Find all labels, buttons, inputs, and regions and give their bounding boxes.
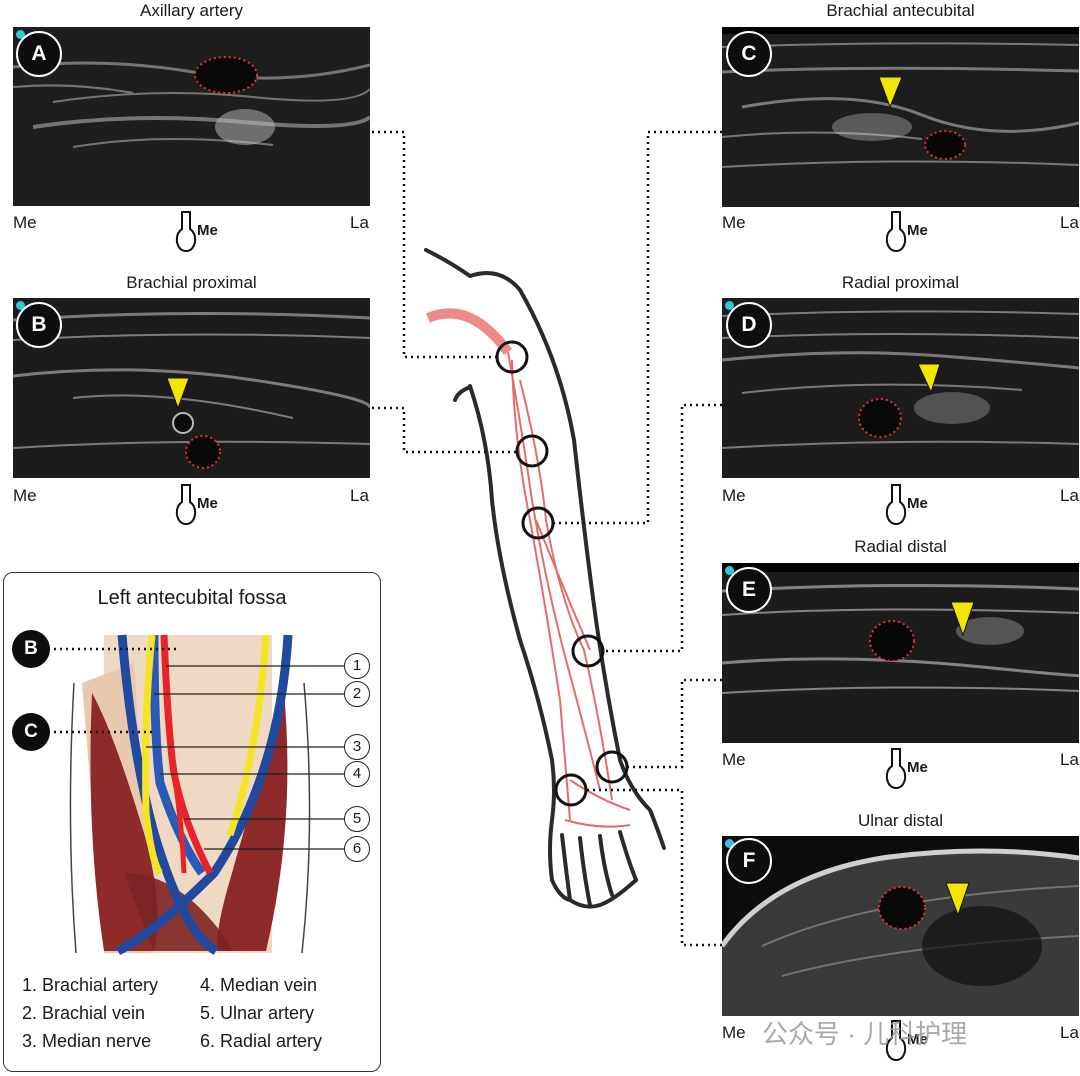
legend-item: 5. Ulnar artery	[200, 1003, 315, 1023]
probe-icon	[175, 484, 197, 526]
label-number: 5	[344, 806, 370, 832]
fossa-anatomy-diagram	[48, 634, 344, 956]
panel-f-lateral-label: La	[1060, 1023, 1079, 1042]
legend-item: 3. Median nerve	[22, 1031, 152, 1051]
label-number: 2	[344, 681, 370, 707]
panel-c-title: Brachial antecubital	[826, 1, 975, 20]
panel-b-probe: Me	[175, 484, 218, 531]
panel-a-medial-label: Me	[13, 213, 37, 232]
legend-item: 4. Median vein	[200, 975, 318, 995]
probe-icon	[885, 484, 907, 526]
probe-icon	[175, 211, 197, 253]
panel-b-title: Brachial proximal	[126, 273, 257, 292]
panel-f-probe-label: Me	[907, 1031, 928, 1048]
panel-c-lateral-label: La	[1060, 213, 1079, 232]
panel-a-probe: Me	[175, 211, 218, 258]
panel-e-medial-label: Me	[722, 750, 746, 769]
legend-item: 2. Brachial vein	[22, 1003, 146, 1023]
panel-e-badge: E	[726, 567, 772, 613]
panel-b-lateral-label: La	[350, 486, 369, 505]
antecubital-fossa-inset: Left antecubital fossa	[3, 572, 381, 1072]
label-number: 3	[344, 734, 370, 760]
label-number: 1	[344, 653, 370, 679]
panel-e-probe-label: Me	[907, 759, 928, 776]
probe-orientation-dot	[16, 301, 25, 310]
panel-b-probe-label: Me	[197, 495, 218, 512]
panel-a-badge: A	[16, 31, 62, 77]
panel-c-medial-label: Me	[722, 213, 746, 232]
panel-d-ultrasound	[722, 298, 1079, 478]
panel-d-probe-label: Me	[907, 495, 928, 512]
panel-a-probe-label: Me	[197, 222, 218, 239]
probe-orientation-dot	[16, 30, 25, 39]
label-number: 6	[344, 836, 370, 862]
probe-orientation-dot	[725, 301, 734, 310]
panel-f-probe: Me	[885, 1020, 928, 1067]
panel-a-title: Axillary artery	[140, 1, 243, 20]
panel-b-medial-label: Me	[13, 486, 37, 505]
legend-item: 6. Radial artery	[200, 1031, 323, 1051]
panel-d-medial-label: Me	[722, 486, 746, 505]
panel-d-title: Radial proximal	[841, 273, 960, 292]
panel-a-lateral-label: La	[350, 213, 369, 232]
panel-d-lateral-label: La	[1060, 486, 1079, 505]
panel-f-title: Ulnar distal	[857, 811, 944, 830]
panel-c-ultrasound	[722, 27, 1079, 207]
leader-lines	[372, 130, 722, 947]
panel-c-probe-label: Me	[907, 222, 928, 239]
panel-f-ultrasound	[722, 836, 1079, 1016]
panel-f-badge: F	[726, 838, 772, 884]
panel-e-title: Radial distal	[854, 537, 947, 556]
panel-c-probe: Me	[885, 211, 928, 258]
inset-badge-c: C	[12, 713, 50, 751]
panel-e-lateral-label: La	[1060, 750, 1079, 769]
probe-icon	[885, 211, 907, 253]
probe-orientation-dot	[725, 566, 734, 575]
panel-f-medial-label: Me	[722, 1023, 746, 1042]
panel-b-badge: B	[16, 302, 62, 348]
watermark: 公众号 · 儿科护理	[762, 1019, 968, 1049]
panel-e-ultrasound	[722, 563, 1079, 743]
panel-a-ultrasound	[13, 27, 370, 206]
arm-outline	[424, 248, 666, 909]
panel-e-probe: Me	[885, 748, 928, 795]
arm-vessels	[426, 308, 631, 828]
panel-b-ultrasound	[13, 298, 370, 478]
probe-icon	[885, 748, 907, 790]
probe-icon	[885, 1020, 907, 1062]
inset-title: Left antecubital fossa	[97, 587, 287, 609]
label-number: 4	[344, 761, 370, 787]
panel-d-badge: D	[726, 302, 772, 348]
legend-item: 1. Brachial artery	[22, 975, 159, 995]
probe-orientation-dot	[725, 839, 734, 848]
panel-d-probe: Me	[885, 484, 928, 531]
inset-badge-b: B	[12, 630, 50, 668]
panel-c-badge: C	[726, 31, 772, 77]
